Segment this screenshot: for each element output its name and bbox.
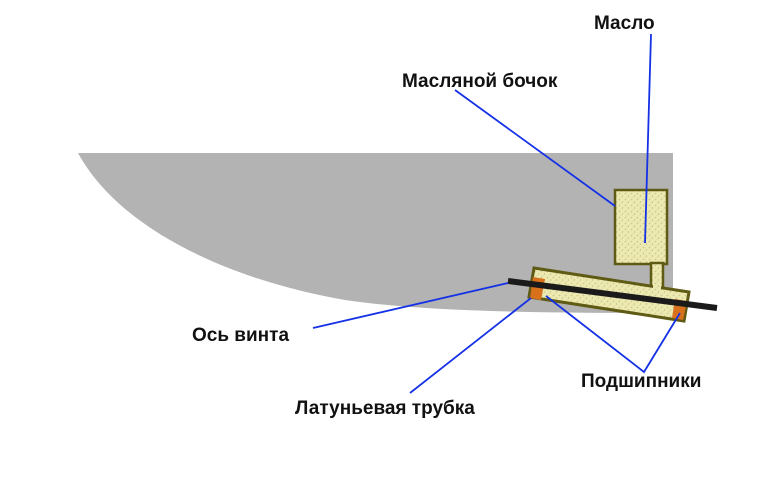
shaft-leader — [312, 282, 509, 329]
label-propeller-shaft: Ось винта — [192, 325, 289, 346]
oil-leader — [644, 33, 652, 244]
label-oil: Масло — [594, 13, 655, 34]
oil-channel — [653, 283, 661, 295]
label-brass-tube: Латуньевая трубка — [295, 398, 475, 419]
label-bearings: Подшипники — [581, 371, 701, 392]
label-oil-tank: Масляной бочок — [402, 71, 558, 92]
brass-tube-leader — [409, 297, 532, 394]
hull-shape — [78, 153, 673, 313]
propeller-shaft — [507, 278, 718, 311]
bearings-leader — [545, 295, 681, 374]
oil-tank — [613, 188, 669, 266]
oil-tank-leader — [454, 89, 616, 207]
